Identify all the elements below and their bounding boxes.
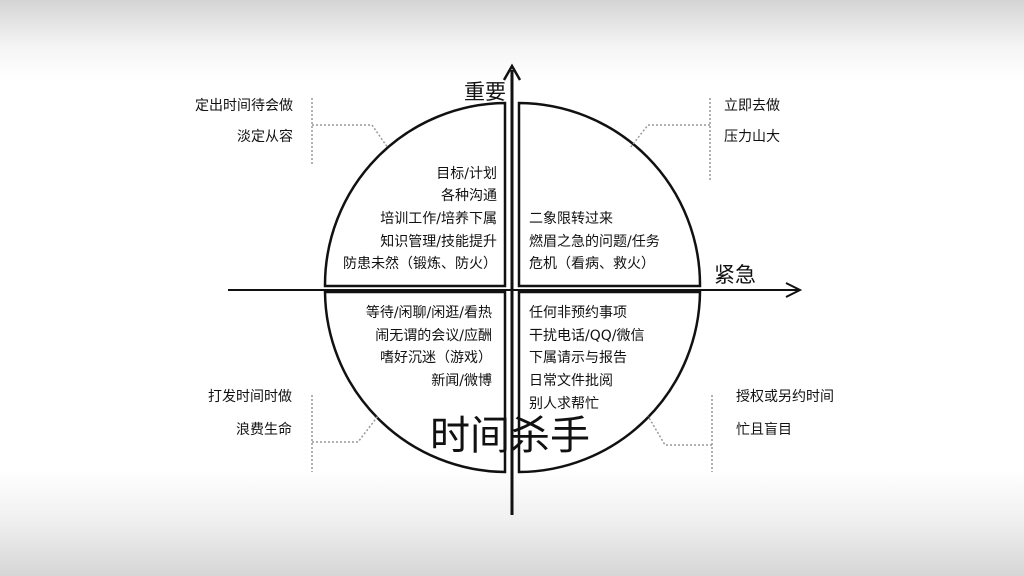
quadrant-item: 目标/计划 (436, 166, 497, 182)
quadrant-important-not-urgent (323, 101, 507, 288)
quadrant-item: 下属请示与报告 (529, 350, 627, 366)
quadrant-item: 各种沟通 (441, 188, 497, 204)
callout-top-left-line1: 定出时间待会做 (195, 98, 293, 114)
quadrant-item: 嗜好沉迷（游戏） (380, 350, 492, 366)
callout-connector-bottom-right (647, 395, 713, 472)
vertical-axis-arrowhead (502, 63, 522, 81)
quadrant-item: 二象限转过来 (529, 211, 613, 227)
quadrant-item: 等待/闲聊/闲逛/看热 (365, 305, 492, 321)
callout-connector-bottom-left (311, 395, 379, 472)
callout-bottom-right-line1: 授权或另约时间 (736, 389, 834, 405)
horizontal-axis-label: 紧急 (714, 263, 756, 287)
quadrant-item: 闹无谓的会议/应酬 (375, 328, 492, 344)
callout-top-left-line2: 淡定从容 (237, 129, 293, 145)
quadrant-item: 日常文件批阅 (529, 373, 613, 389)
callout-bottom-left-line2: 浪费生命 (236, 422, 292, 438)
quadrant-item: 知识管理/技能提升 (380, 234, 497, 250)
quadrant-item: 任何非预约事项 (529, 305, 627, 321)
quadrant-important-urgent (517, 101, 702, 288)
quadrant-item: 新闻/微博 (431, 373, 492, 389)
center-title: 时间杀手 (430, 413, 590, 459)
callout-top-right-line1: 立即去做 (724, 98, 780, 114)
callout-connector-top-left (311, 98, 389, 165)
quadrant-urgent-not-important (517, 290, 702, 474)
callout-bottom-right-line2: 忙且盲目 (736, 422, 792, 438)
quadrant-item: 培训工作/培养下属 (380, 211, 497, 227)
callout-connector-top-right (629, 98, 711, 180)
quadrant-item: 别人求帮忙 (529, 396, 599, 412)
callout-top-right-line2: 压力山大 (724, 129, 780, 145)
callout-bottom-left-line1: 打发时间时做 (208, 389, 292, 405)
quadrant-item: 危机（看病、救火） (529, 256, 655, 272)
quadrant-item: 防患未然（锻炼、防火） (343, 256, 497, 272)
horizontal-axis-arrowhead (785, 282, 803, 298)
quadrant-item: 燃眉之急的问题/任务 (529, 234, 660, 250)
vertical-axis-label: 重要 (464, 80, 506, 104)
quadrant-not-important-not-urgent (323, 290, 507, 474)
quadrant-item: 干扰电话/QQ/微信 (529, 328, 645, 344)
